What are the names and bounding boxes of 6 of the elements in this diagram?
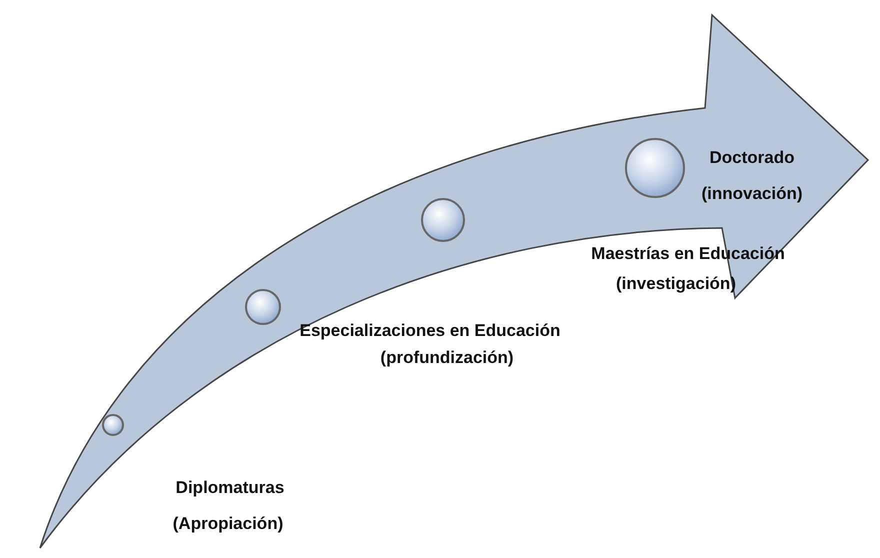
- stage-label: Diplomaturas: [176, 478, 284, 498]
- stage-subtitle: (profundización): [380, 348, 514, 368]
- stage-label: Doctorado: [710, 148, 794, 168]
- stage-label: Especializaciones en Educación: [300, 321, 560, 341]
- stage-subtitle: (Apropiación): [172, 514, 284, 534]
- stage-subtitle: (innovación): [701, 184, 803, 204]
